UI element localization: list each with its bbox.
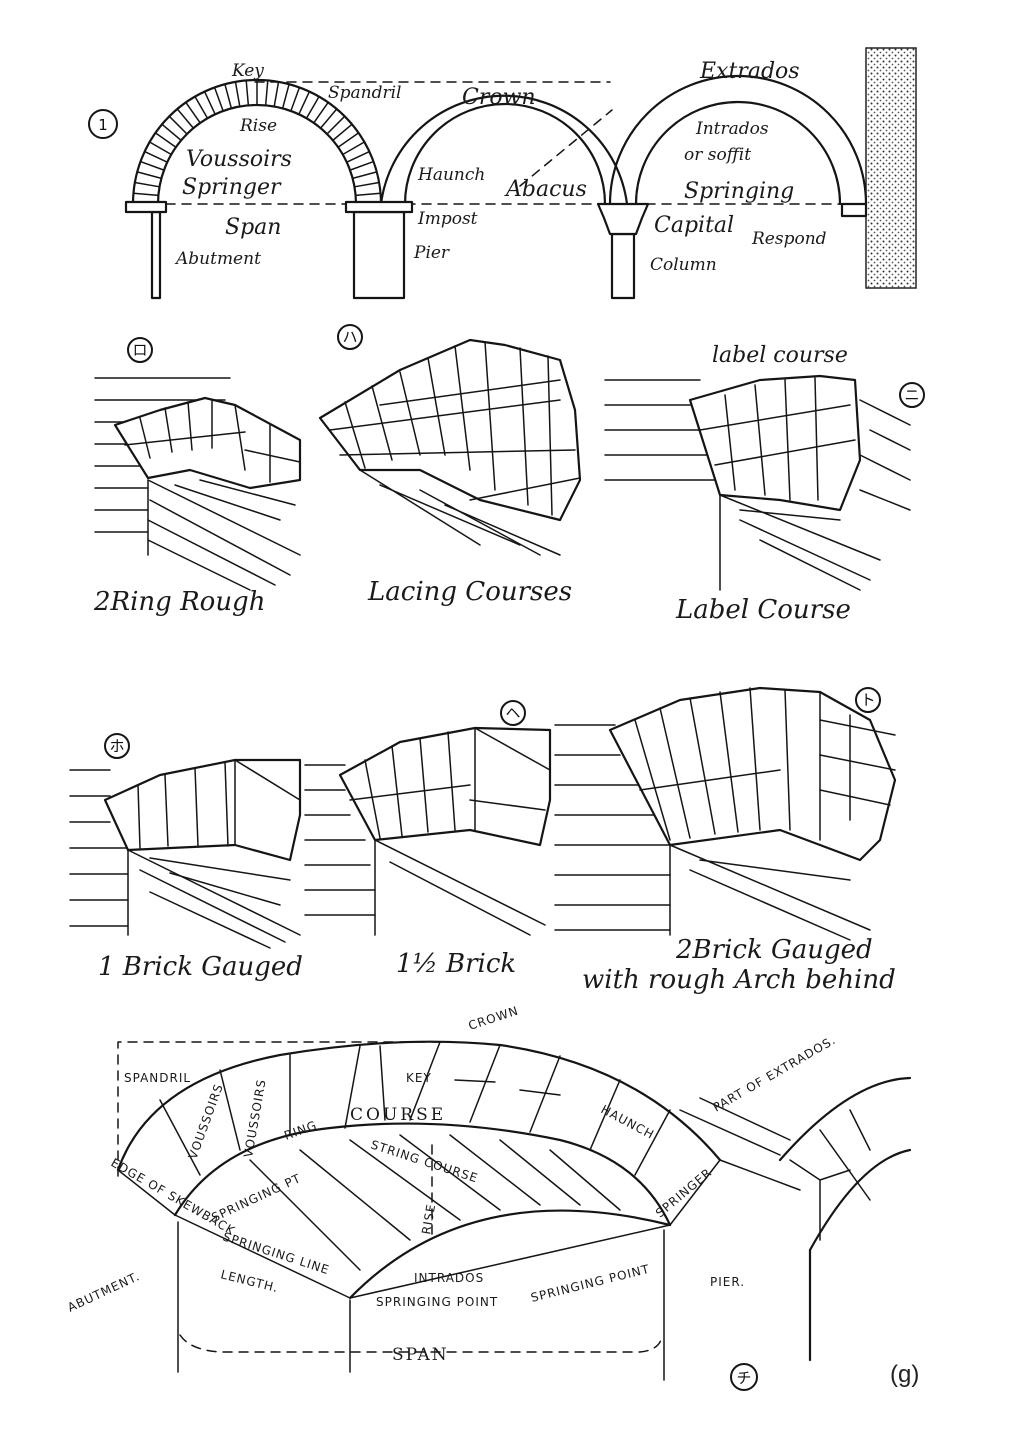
g-label-span: SPAN	[392, 1345, 449, 1365]
row-3-arches: ホ 1 Brick Gauged ヘ 1½ Brick	[69, 686, 897, 995]
label-column: Column	[650, 255, 717, 275]
note-label-course: label course	[712, 343, 848, 368]
g-label-abutment: ABUTMENT.	[65, 1269, 142, 1315]
g-label-springer: SPRINGER	[653, 1165, 715, 1220]
column-capital	[596, 202, 650, 236]
g-label-voussoirs-2: VOUSSOIRS	[241, 1078, 269, 1159]
label-springer: Springer	[182, 175, 282, 200]
sketch-lacing-courses: ハ Lacing Courses	[318, 324, 582, 607]
abutment-pier	[150, 210, 162, 300]
sketch-2-ring-rough: ロ 2Ring Rough	[93, 337, 302, 617]
pier-shaft	[352, 210, 406, 300]
impost-block-1	[124, 200, 168, 214]
label-pier: Pier	[413, 243, 450, 263]
arch-3-extrados	[608, 74, 868, 206]
arch-2-extrados	[379, 94, 629, 206]
marker-2-brick-gauged: ト	[860, 691, 875, 709]
respond-wall	[865, 47, 917, 289]
haunch-guide	[519, 109, 613, 187]
g-intrados-front	[173, 1122, 672, 1227]
g-label-springing-point-2: SPRINGING POINT	[529, 1262, 651, 1305]
arch-1-voussoirs	[132, 79, 382, 197]
g-voussoirs	[117, 1041, 721, 1226]
row-2-arches: ロ 2Ring Rough ハ Lacing Courses	[93, 324, 925, 625]
g-label-crown: CROWN	[467, 1003, 521, 1032]
marker-lacing-courses: ハ	[342, 328, 357, 346]
sketch-1-brick-gauged: ホ 1 Brick Gauged	[69, 733, 303, 982]
g-span-dimension	[179, 1334, 663, 1353]
figure-label-g: (g)	[890, 1361, 919, 1388]
g-next-arch-outer	[778, 1076, 912, 1162]
label-spandril: Spandril	[328, 83, 402, 103]
panel-g-marker	[730, 1363, 758, 1391]
caption-2-brick-gauged-line1: 2Brick Gauged	[675, 935, 873, 965]
g-label-pier: PIER.	[710, 1275, 745, 1289]
caption-1-brick-gauged: 1 Brick Gauged	[98, 952, 303, 982]
g-label-voussoirs-1: VOUSSOIRS	[186, 1082, 226, 1161]
label-extrados: Extrados	[699, 59, 800, 84]
label-capital: Capital	[654, 213, 734, 238]
panel-1-marker-text: 1	[98, 116, 108, 134]
caption-2-brick-gauged-line2: with rough Arch behind	[582, 965, 896, 995]
respond-capital	[840, 202, 868, 218]
label-crown: Crown	[462, 85, 536, 110]
caption-lacing-courses: Lacing Courses	[367, 577, 572, 607]
g-label-part-extrados: PART OF EXTRADOS.	[711, 1033, 839, 1115]
marker-1-brick-gauged: ホ	[109, 737, 124, 755]
label-respond: Respond	[751, 229, 827, 249]
g-next-arch-inner	[808, 1148, 912, 1252]
g-extrados-run	[679, 1097, 801, 1191]
g-label-length: LENGTH.	[219, 1267, 280, 1295]
label-abutment: Abutment	[174, 249, 261, 269]
g-extrados	[116, 1040, 722, 1172]
g-label-intrados: INTRADOS	[414, 1271, 484, 1285]
label-impost: Impost	[417, 209, 478, 229]
g-label-course: COURSE	[350, 1105, 446, 1125]
marker-2-ring-rough: ロ	[132, 341, 147, 359]
marker-1-half-brick: ヘ	[505, 704, 520, 722]
g-label-haunch: HAUNCH	[599, 1102, 657, 1142]
sketch-1-half-brick: ヘ 1½ Brick	[304, 700, 552, 979]
label-voussoirs: Voussoirs	[186, 147, 292, 172]
panel-1-marker	[88, 109, 118, 139]
panel-g-arch: CROWN SPANDRIL KEY PART OF EXTRADOS. VOU…	[65, 1003, 919, 1391]
impost-block-2	[344, 200, 414, 214]
panel-g-marker-text: チ	[736, 1369, 751, 1387]
g-label-springing-point-1: SPRINGING POINT	[376, 1295, 498, 1309]
caption-2-ring-rough: 2Ring Rough	[93, 587, 265, 617]
g-label-rise: RISE	[419, 1202, 438, 1235]
g-label-edge-skewback: EDGE OF SKEWBACK.	[109, 1155, 242, 1240]
g-soffit-courses	[249, 1134, 621, 1271]
g-intrados-back	[348, 1209, 672, 1300]
label-haunch: Haunch	[417, 165, 485, 185]
sketch-2-brick-gauged: ト 2Brick Gauged with rough Arch behind	[554, 686, 897, 995]
label-abacus: Abacus	[504, 177, 587, 202]
caption-label-course: Label Course	[675, 595, 851, 625]
marker-label-course: ニ	[904, 386, 919, 404]
arch-3-intrados	[634, 100, 842, 206]
g-label-key: KEY	[406, 1071, 432, 1085]
label-intrados: Intrados	[695, 119, 769, 139]
label-springing: Springing	[684, 179, 794, 204]
spandril-outline	[117, 1041, 441, 1177]
sketch-label-course: ニ label course Label Course	[604, 343, 925, 625]
g-next-arch-bricks	[789, 1109, 871, 1241]
g-label-ring: RING	[282, 1118, 319, 1143]
g-label-spandril: SPANDRIL	[124, 1071, 191, 1085]
caption-1-half-brick: 1½ Brick	[396, 949, 516, 979]
label-key: Key	[231, 61, 264, 81]
label-span: Span	[225, 215, 281, 240]
label-soffit: or soffit	[684, 145, 751, 165]
g-label-springing-pt: SPRINGING PT	[209, 1171, 303, 1225]
column-shaft	[610, 232, 636, 300]
panel-1-arcade: 1 Key Spandril Crown Extrados Rise Vouss…	[88, 47, 917, 300]
label-rise: Rise	[239, 116, 277, 136]
arch-2-intrados	[403, 102, 607, 206]
